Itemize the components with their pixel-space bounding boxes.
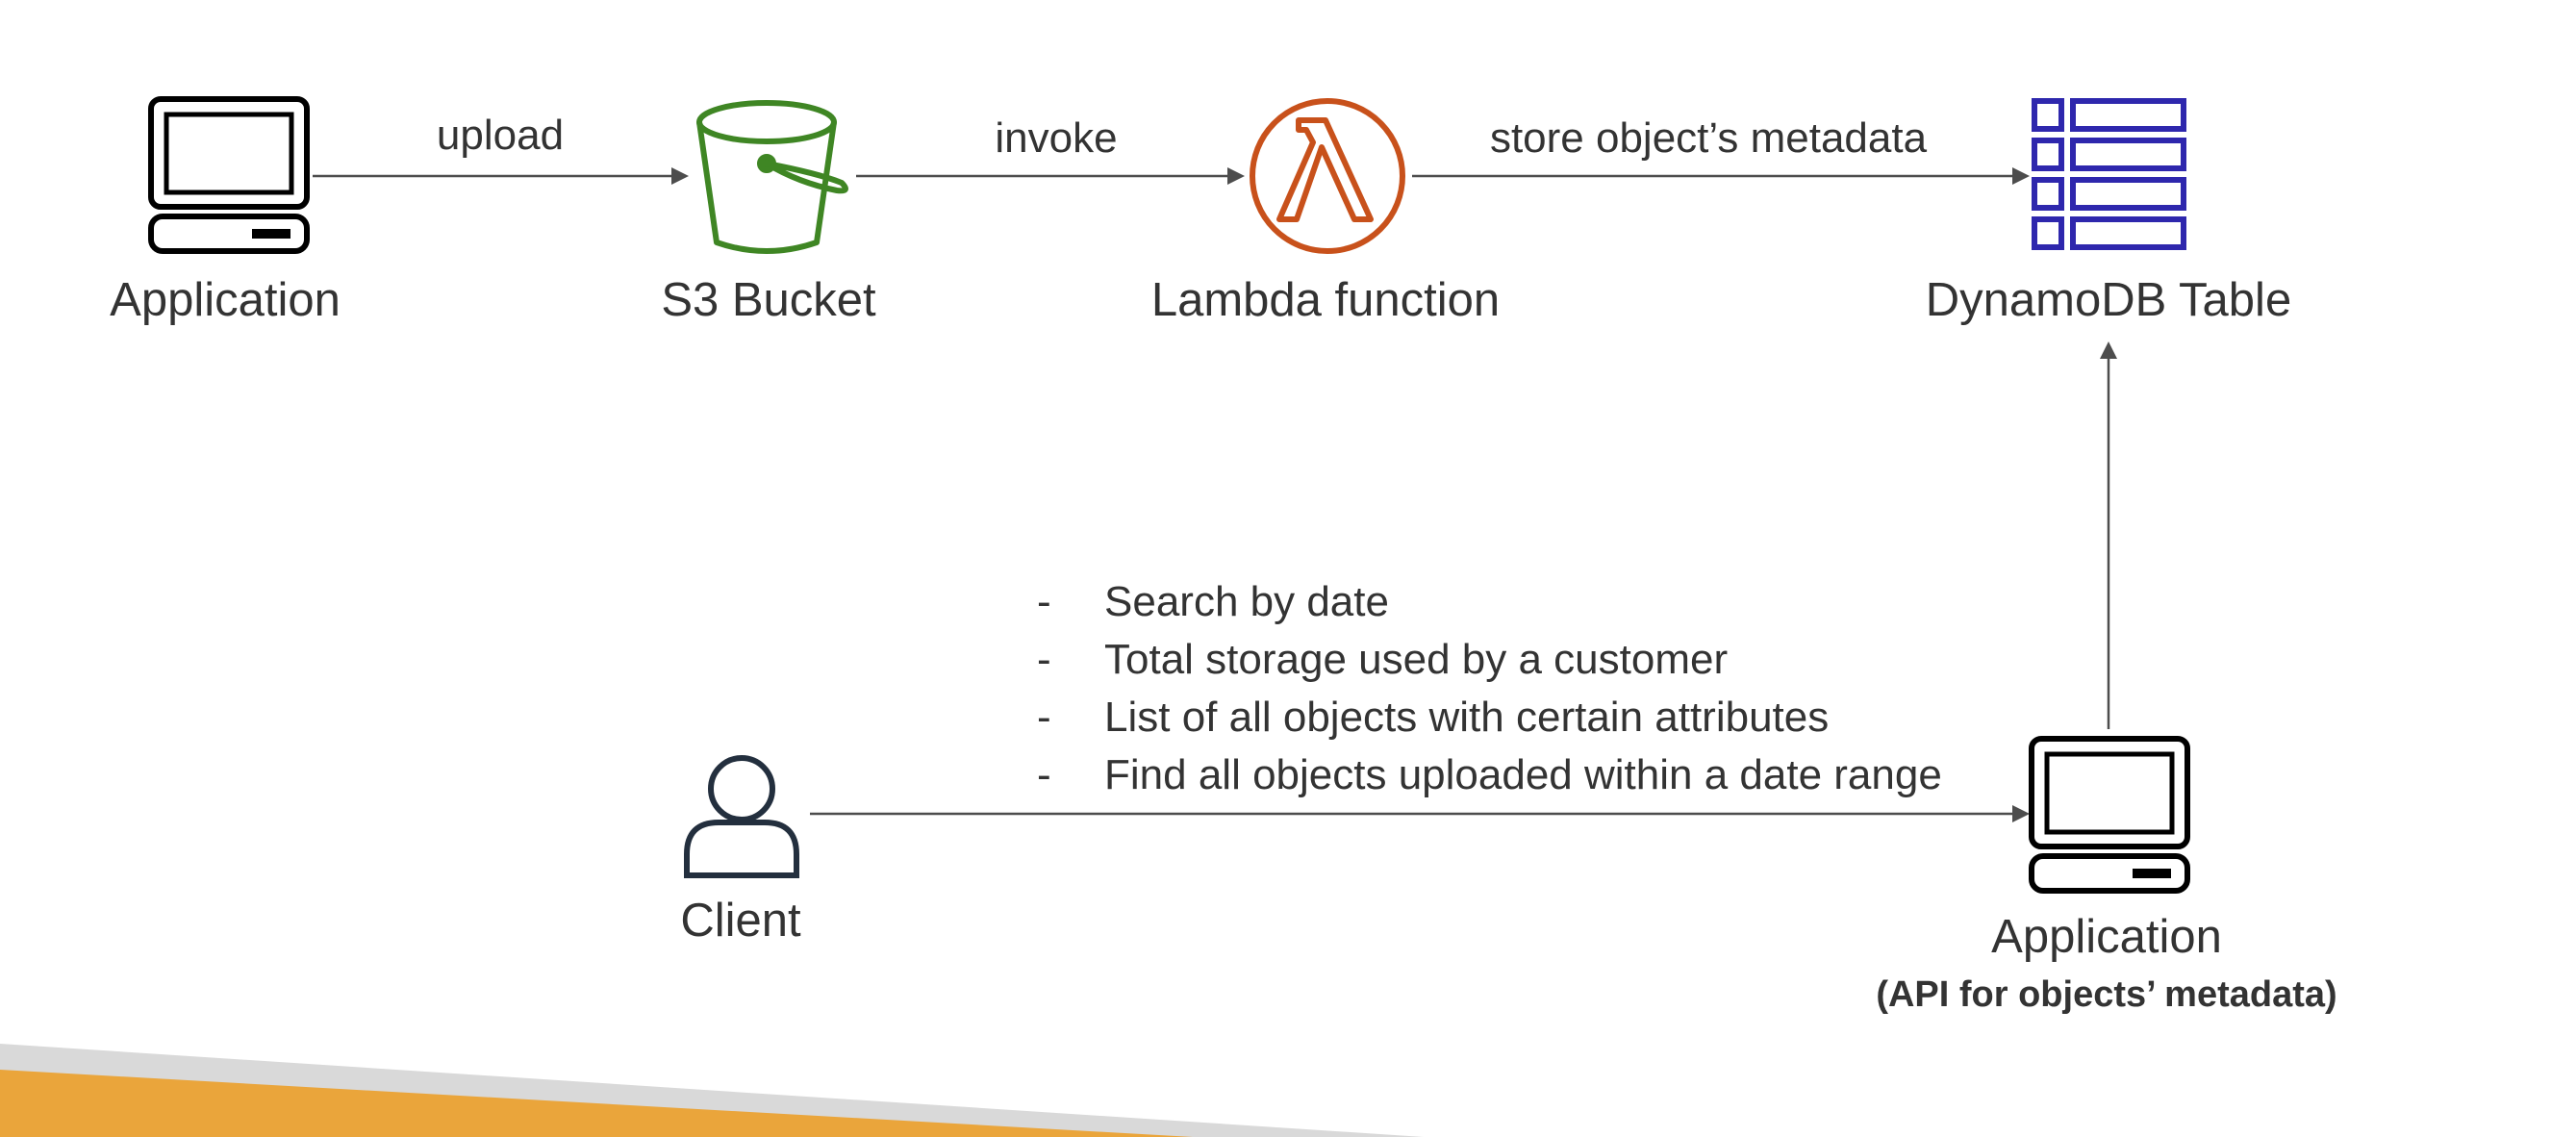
invoke-arrowhead xyxy=(1227,167,1245,185)
lambda-label: Lambda function xyxy=(1151,274,1500,326)
application-bottom-sublabel: (API for objects’ metadata) xyxy=(1876,974,2336,1015)
application-bottom-node: Application (API for objects’ metadata) xyxy=(1876,736,2337,1015)
client-to-application-edge xyxy=(810,805,2030,822)
store-metadata-edge: store object’s metadata xyxy=(1412,114,2030,185)
orange-band xyxy=(0,1070,1193,1137)
client-label: Client xyxy=(680,895,801,947)
list-bullet: - xyxy=(1037,578,1051,625)
upload-arrowhead xyxy=(671,167,689,185)
list-bullet: - xyxy=(1037,694,1051,741)
store-arrowhead xyxy=(2012,167,2030,185)
lambda-icon xyxy=(1250,98,1405,254)
list-item: Find all objects uploaded within a date … xyxy=(1104,751,1942,798)
lambda-node: Lambda function xyxy=(1151,98,1500,326)
list-item: Total storage used by a customer xyxy=(1104,636,1728,683)
application-bottom-label: Application xyxy=(1991,911,2222,963)
s3-bucket-icon xyxy=(696,100,848,254)
upload-label: upload xyxy=(437,112,564,159)
s3-bucket-label: S3 Bucket xyxy=(661,274,876,326)
computer-icon xyxy=(148,96,310,254)
list-bullet: - xyxy=(1037,751,1051,798)
dynamodb-node: DynamoDB Table xyxy=(1926,98,2291,326)
dynamodb-table-icon xyxy=(2032,98,2186,250)
client-node: Client xyxy=(680,755,801,947)
s3-bucket-node: S3 Bucket xyxy=(661,100,876,326)
upload-edge: upload xyxy=(313,112,689,185)
list-bullet: - xyxy=(1037,636,1051,683)
computer-icon xyxy=(2029,736,2190,894)
footer-bands xyxy=(0,1044,1424,1137)
application-to-dynamodb-edge xyxy=(2100,341,2117,729)
invoke-label: invoke xyxy=(995,114,1117,162)
client-arrowhead xyxy=(2012,805,2030,822)
user-icon xyxy=(684,755,799,878)
store-label: store object’s metadata xyxy=(1490,114,1928,162)
dynamodb-label: DynamoDB Table xyxy=(1926,274,2291,326)
application-top-node: Application xyxy=(110,96,341,326)
application-top-label: Application xyxy=(110,274,341,326)
query-list: - Search by date - Total storage used by… xyxy=(1037,578,1942,798)
dynamodb-arrowhead xyxy=(2100,341,2117,359)
list-item: List of all objects with certain attribu… xyxy=(1104,694,1829,741)
list-item: Search by date xyxy=(1104,578,1389,625)
invoke-edge: invoke xyxy=(856,114,1245,185)
